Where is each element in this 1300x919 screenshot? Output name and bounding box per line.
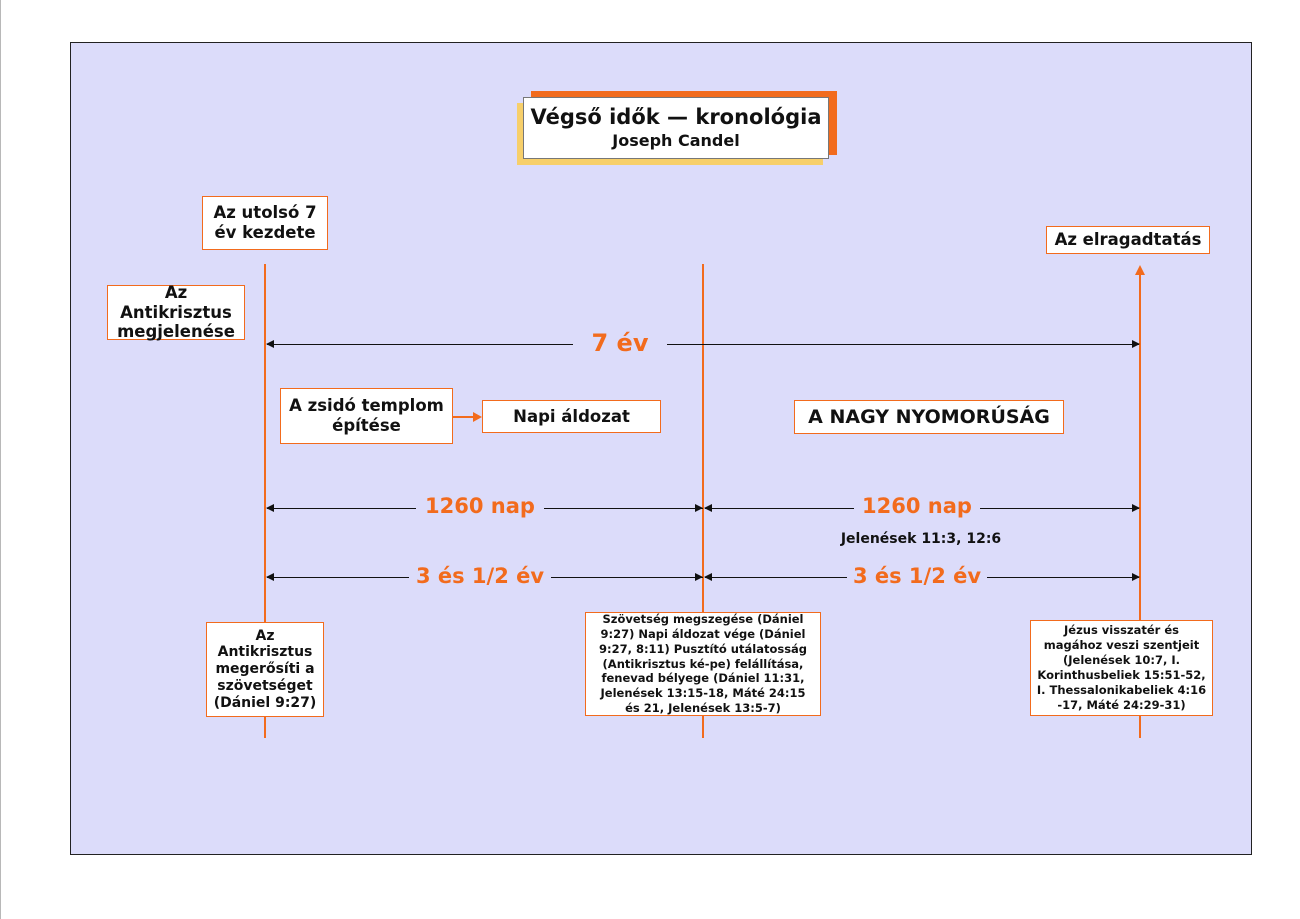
box-temple-building: A zsidó templom építése	[280, 388, 453, 444]
title-main: Végső idők — kronológia	[530, 105, 822, 129]
box-antichrist-appears: Az Antikrisztus megjelenése	[107, 283, 245, 341]
seven-years-arrow-right	[1132, 340, 1140, 348]
box-rapture: Az elragadtatás	[1046, 226, 1210, 254]
temple-to-sacrifice-line	[453, 416, 475, 418]
half-second-arrow-right	[1132, 573, 1140, 581]
half-second-arrow-left	[704, 573, 712, 581]
temple-to-sacrifice-arrow	[473, 412, 482, 422]
box-covenant-confirm: Az Antikrisztus megerősíti a szövetséget…	[206, 622, 324, 717]
box-last-seven-start: Az utolsó 7 év kezdete	[202, 196, 328, 250]
box-jesus-returns: Jézus visszatér és magához veszi szentje…	[1030, 620, 1213, 716]
half-first-label: 3 és 1/2 év	[409, 564, 551, 588]
days-second-label: 1260 nap	[854, 494, 980, 518]
half-first-arrow-left	[266, 573, 274, 581]
seven-years-label: 7 év	[573, 329, 667, 357]
days-first-label: 1260 nap	[416, 494, 544, 518]
revelation-reference: Jelenések 11:3, 12:6	[840, 531, 1002, 547]
timeline-start-line	[264, 264, 266, 738]
timeline-middle-line	[702, 264, 704, 738]
timeline-end-line	[1139, 273, 1141, 738]
days-second-arrow-left	[704, 504, 712, 512]
half-first-arrow-right	[695, 573, 703, 581]
diagram-slide: Végső idők — kronológia Joseph Candel Az…	[70, 42, 1252, 855]
title-author: Joseph Candel	[612, 131, 740, 150]
days-first-arrow-left	[266, 504, 274, 512]
seven-years-arrow-left	[266, 340, 274, 348]
box-covenant-break: Szövetség megszegése (Dániel 9:27) Napi …	[585, 612, 821, 716]
seven-years-arrow-line	[267, 344, 1139, 345]
page-edge	[0, 0, 1, 919]
title-box: Végső idők — kronológia Joseph Candel	[523, 97, 829, 159]
days-first-arrow-right	[695, 504, 703, 512]
box-great-tribulation: A NAGY NYOMORÚSÁG	[794, 400, 1064, 434]
days-second-arrow-right	[1132, 504, 1140, 512]
box-daily-sacrifice: Napi áldozat	[482, 400, 661, 433]
rapture-arrow-head	[1135, 265, 1145, 275]
half-second-label: 3 és 1/2 év	[847, 564, 987, 588]
